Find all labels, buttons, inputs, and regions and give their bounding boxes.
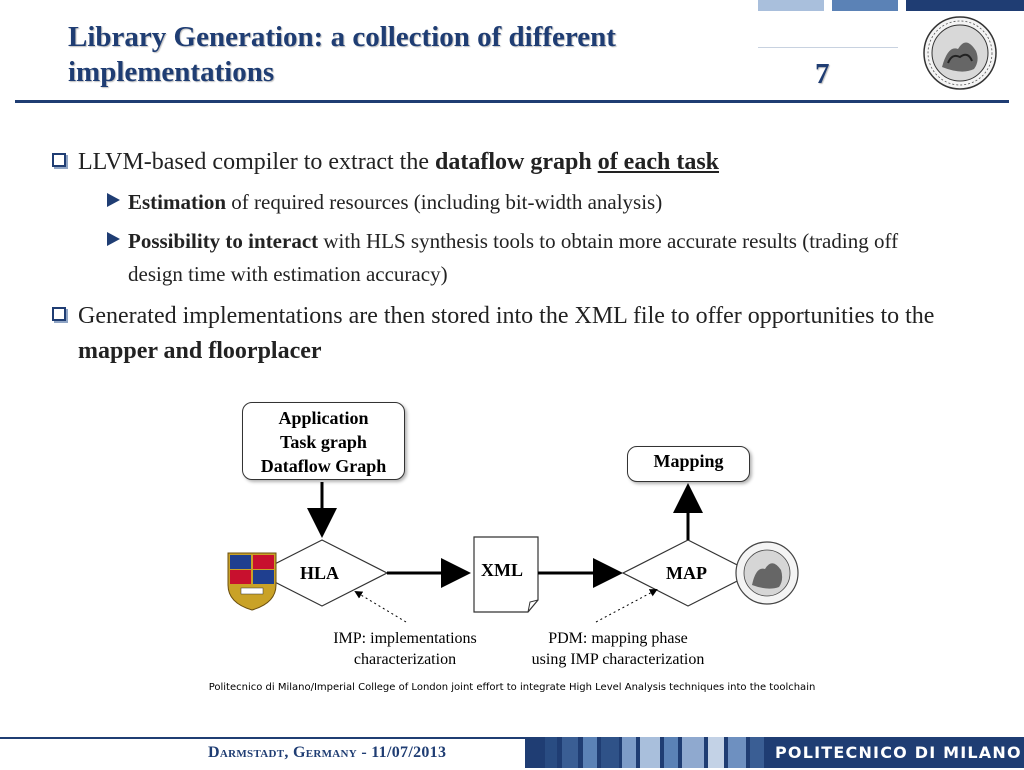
header-block-dark [906,0,1024,11]
footer-stripe [640,737,660,768]
mapping-label: Mapping [653,451,724,471]
footer-stripe [728,737,746,768]
bullet-text: LLVM-based compiler to extract the dataf… [78,149,720,175]
footer-stripe [622,737,636,768]
bullet-item: LLVM-based compiler to extract the dataf… [52,145,972,180]
footer-stripe [601,737,619,768]
footer-stripe [562,737,578,768]
mapping-box: Mapping [627,446,750,482]
header-block-light [758,0,824,11]
footer-brand: POLITECNICO DI MILANO [775,743,1022,762]
bullet-list: LLVM-based compiler to extract the dataf… [52,145,972,369]
pdm-dotted-pointer [595,589,658,623]
application-box: Application Task graph Dataflow Graph [242,402,405,480]
header-thin-rule [758,47,898,48]
title-underline [15,100,1009,103]
sub-bullet-text: Estimation of required resources (includ… [128,190,663,214]
bullet-text: Generated implementations are then store… [78,303,935,364]
slide-number: 7 [815,58,830,90]
slide-title: Library Generation: a collection of diff… [68,21,616,88]
imperial-college-crest-icon [227,552,277,611]
header-block-mid [832,0,898,11]
imp-caption-line2: characterization [353,651,457,668]
pdm-caption-line2: using IMP characterization [531,651,705,668]
triangle-bullet-icon [107,232,120,246]
application-label: Application [278,408,369,428]
footer-event-date: Darmstadt, Germany - 11/07/2013 [208,744,447,761]
footer-stripe [664,737,678,768]
hla-diamond [255,539,389,607]
imp-caption-line1: IMP: implementations [333,630,477,647]
checkbox-bullet-icon [52,153,66,167]
xml-document-shape [473,536,539,613]
sub-bullet-item: Estimation of required resources (includ… [107,186,972,219]
imp-caption: IMP: implementations characterization [310,628,500,670]
footnote: Politecnico di Milano/Imperial College o… [208,682,816,693]
footer-stripe [750,737,764,768]
sub-bullet-item: Possibility to interact with HLS synthes… [107,225,937,291]
map-label: MAP [666,563,707,583]
xml-label: XML [481,560,523,580]
sub-bullet-text: Possibility to interact with HLS synthes… [128,229,899,286]
checkbox-bullet-icon [52,307,66,321]
dataflow-graph-label: Dataflow Graph [260,456,387,476]
task-graph-label: Task graph [280,432,367,452]
politecnico-seal-small-icon [735,541,799,605]
hla-label: HLA [300,563,340,583]
footer-stripe [682,737,704,768]
footer-stripe [583,737,597,768]
imp-dotted-pointer [354,590,407,623]
triangle-bullet-icon [107,193,120,207]
footer-stripe [708,737,724,768]
politecnico-seal-logo [923,16,997,90]
footer-stripe [545,737,557,768]
footer-left-band [0,737,525,770]
pdm-caption: PDM: mapping phase using IMP characteriz… [508,628,728,670]
pdm-caption-line1: PDM: mapping phase [548,630,688,647]
flow-diagram [227,482,799,623]
bullet-item: Generated implementations are then store… [52,299,952,369]
